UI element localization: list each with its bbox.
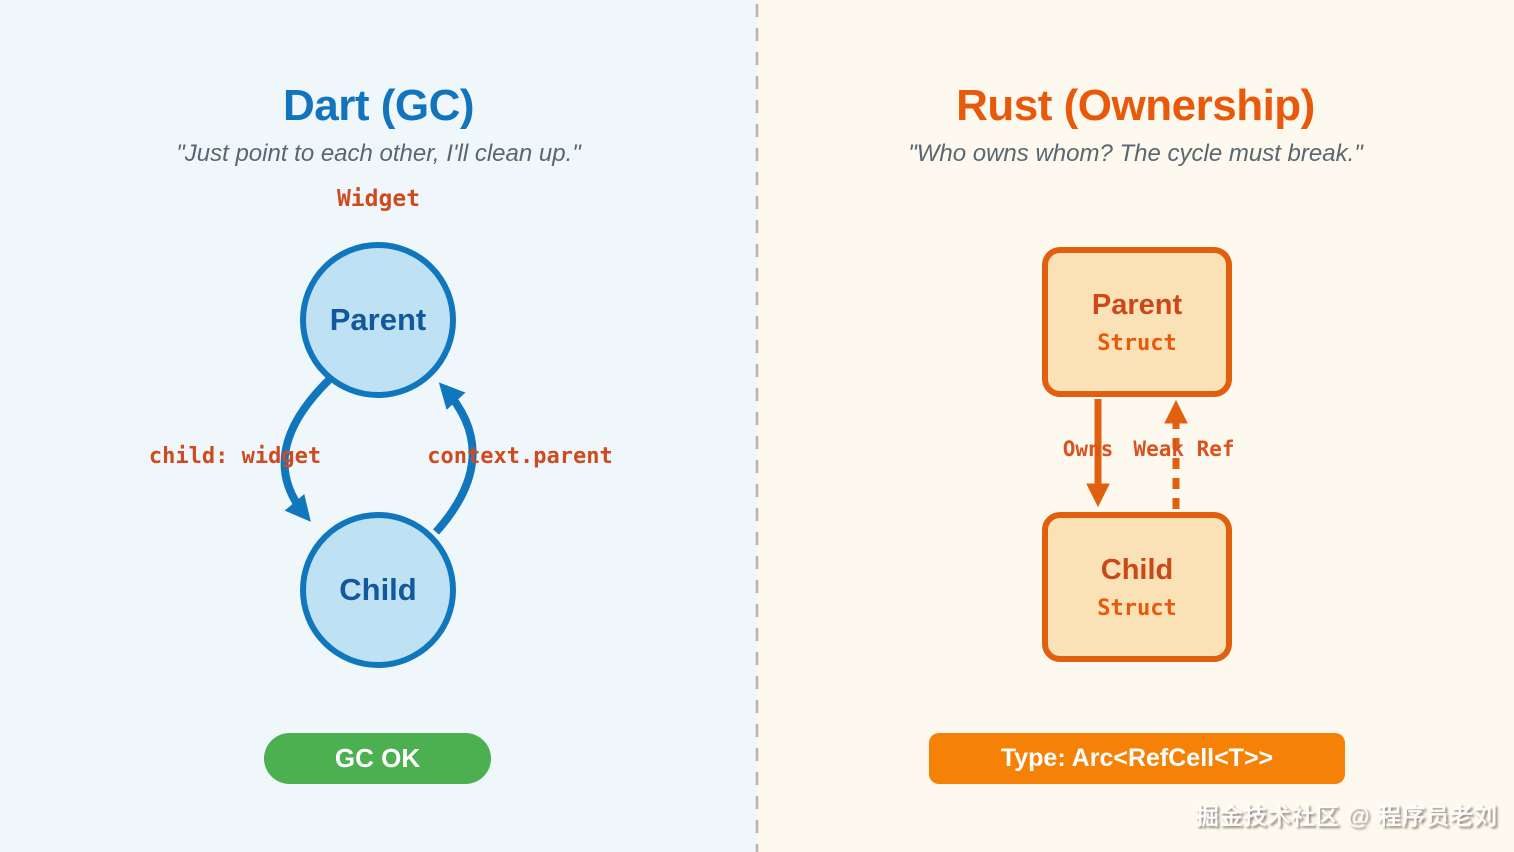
weak-ref-edge-label: Weak Ref	[1133, 437, 1235, 461]
dart-panel-subtitle: "Just point to each other, I'll clean up…	[176, 140, 581, 167]
dart-parent-node: Parent	[300, 242, 456, 398]
dart-parent-label: Parent	[329, 302, 427, 337]
rust-child-type: Struct	[1097, 595, 1177, 621]
dart-panel: Dart (GC) "Just point to each other, I'l…	[0, 0, 757, 852]
watermark: 掘金技术社区 @ 程序员老刘	[1195, 803, 1498, 829]
arc-refcell-type-badge: Type: Arc<RefCell<T>>	[929, 733, 1345, 784]
dart-child-label: Child	[339, 572, 417, 607]
rust-panel-subtitle: "Who owns whom? The cycle must break."	[908, 140, 1363, 167]
rust-panel: Rust (Ownership) "Who owns whom? The cyc…	[757, 0, 1514, 852]
widget-label: Widget	[336, 186, 421, 212]
rust-panel-title: Rust (Ownership)	[956, 81, 1315, 131]
rust-parent-node: Parent Struct	[1042, 247, 1232, 397]
context-parent-edge-label: context.parent	[427, 444, 613, 469]
owns-edge-label: Owns	[1062, 437, 1114, 461]
child-widget-edge-label: child: widget	[148, 444, 322, 469]
rust-parent-label: Parent	[1091, 288, 1183, 321]
rust-parent-type: Struct	[1097, 330, 1177, 356]
dart-panel-title: Dart (GC)	[282, 81, 475, 131]
rust-child-label: Child	[1100, 553, 1174, 586]
gc-ok-badge: GC OK	[264, 733, 491, 784]
rust-child-node: Child Struct	[1042, 512, 1232, 662]
dart-child-node: Child	[300, 512, 456, 668]
